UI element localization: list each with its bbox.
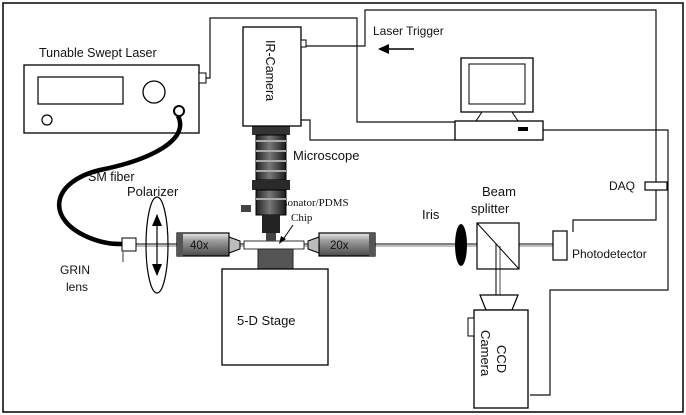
left-arrow-icon [378, 44, 414, 54]
laser-trigger-label: Laser Trigger [373, 24, 444, 38]
photodetector [552, 230, 568, 261]
ccd-label-line1: CCD [494, 345, 509, 373]
tunable-laser: Tunable Swept Laser [23, 46, 207, 134]
objective-40x-label: 40x [190, 240, 209, 252]
grin-label-line2: lens [66, 280, 88, 294]
beam-splitter-label-line1: Beam [482, 184, 516, 199]
ir-camera [242, 26, 302, 127]
resonator-label-line1: Resonator/PDMS [271, 197, 349, 209]
daq-box [644, 181, 668, 191]
monitor-screen [468, 63, 526, 105]
ccd-label-line2: Camera [478, 330, 493, 377]
microscope-label: Microscope [293, 148, 359, 163]
polarizer-label: Polarizer [127, 184, 179, 199]
objective-20x: 20x [307, 232, 376, 257]
stage-5d [221, 268, 329, 366]
stage-post [257, 248, 294, 270]
grin-label-line1: GRIN [60, 263, 90, 277]
grin-lens [121, 237, 137, 252]
laser-output-port [173, 105, 185, 117]
beam-splitter-label-line2: splitter [471, 201, 510, 216]
microscope [241, 125, 290, 241]
computer [454, 57, 544, 141]
objective-40x: 40x [176, 232, 241, 257]
tunable-laser-label: Tunable Swept Laser [39, 46, 157, 60]
resonator-label-line2: Chip [291, 212, 313, 224]
sm-fiber-label: SM fiber [88, 170, 135, 184]
objective-20x-label: 20x [330, 240, 349, 252]
laser-button-icon [41, 114, 53, 126]
resonator-chip [243, 240, 305, 250]
iris [455, 224, 467, 266]
sm-fiber [57, 114, 183, 247]
daq-label: DAQ [609, 179, 635, 193]
laser-display [37, 76, 124, 105]
signal-wires [200, 9, 669, 396]
photodetector-label: Photodetector [572, 247, 647, 261]
ccd-camera: CCD Camera [467, 294, 529, 409]
ir-camera-label: IR-Camera [263, 40, 277, 101]
laser-knob-icon [142, 80, 166, 104]
computer-tower [454, 120, 544, 141]
iris-label: Iris [422, 207, 440, 222]
stage-label: 5-D Stage [237, 313, 296, 328]
